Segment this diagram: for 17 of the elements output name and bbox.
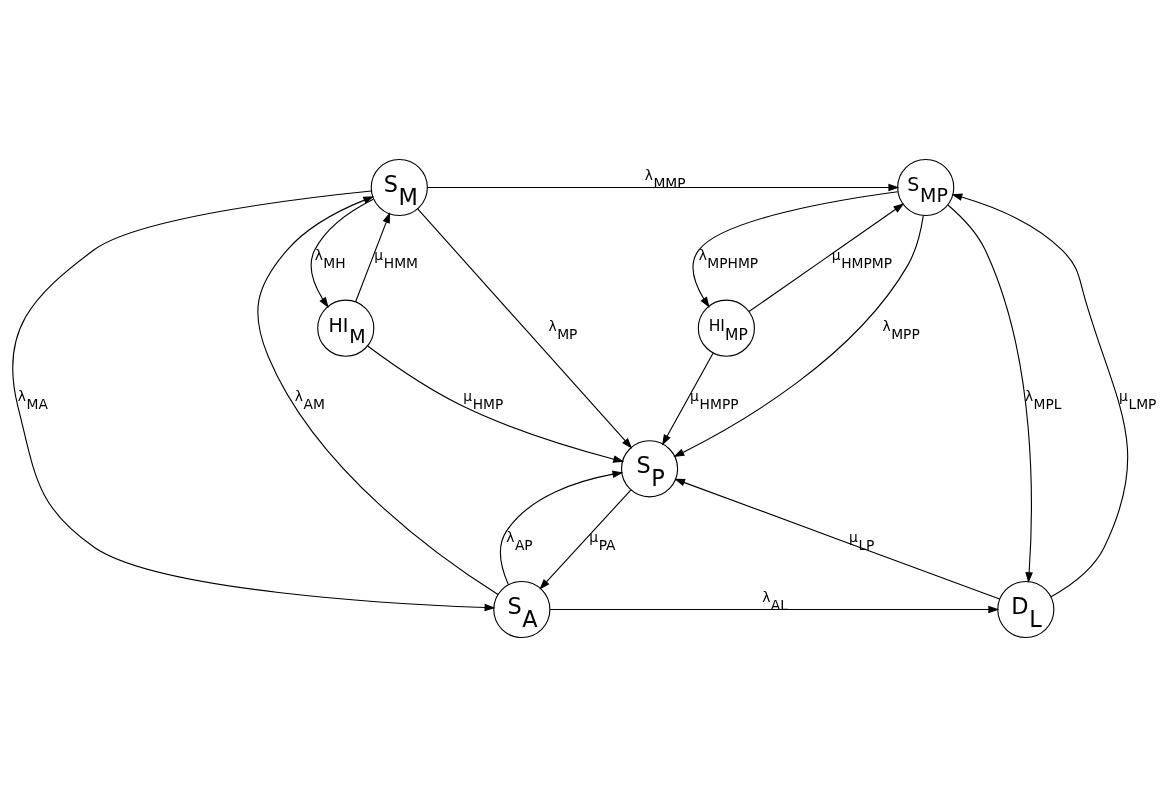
arrow xyxy=(951,192,1129,597)
arrow xyxy=(549,605,1000,613)
arrow xyxy=(427,183,900,191)
arrow xyxy=(662,351,714,445)
arrow xyxy=(310,198,374,308)
arrow xyxy=(417,207,633,449)
arrow xyxy=(947,203,1033,583)
arrow xyxy=(257,195,499,595)
arrow xyxy=(539,488,632,590)
arrow xyxy=(748,202,905,312)
arrow xyxy=(674,478,1001,599)
arrow xyxy=(499,470,624,585)
arrow xyxy=(355,211,391,302)
arrow xyxy=(12,189,496,611)
arrow xyxy=(692,190,899,308)
arrow xyxy=(367,344,625,463)
arrow xyxy=(673,214,924,457)
